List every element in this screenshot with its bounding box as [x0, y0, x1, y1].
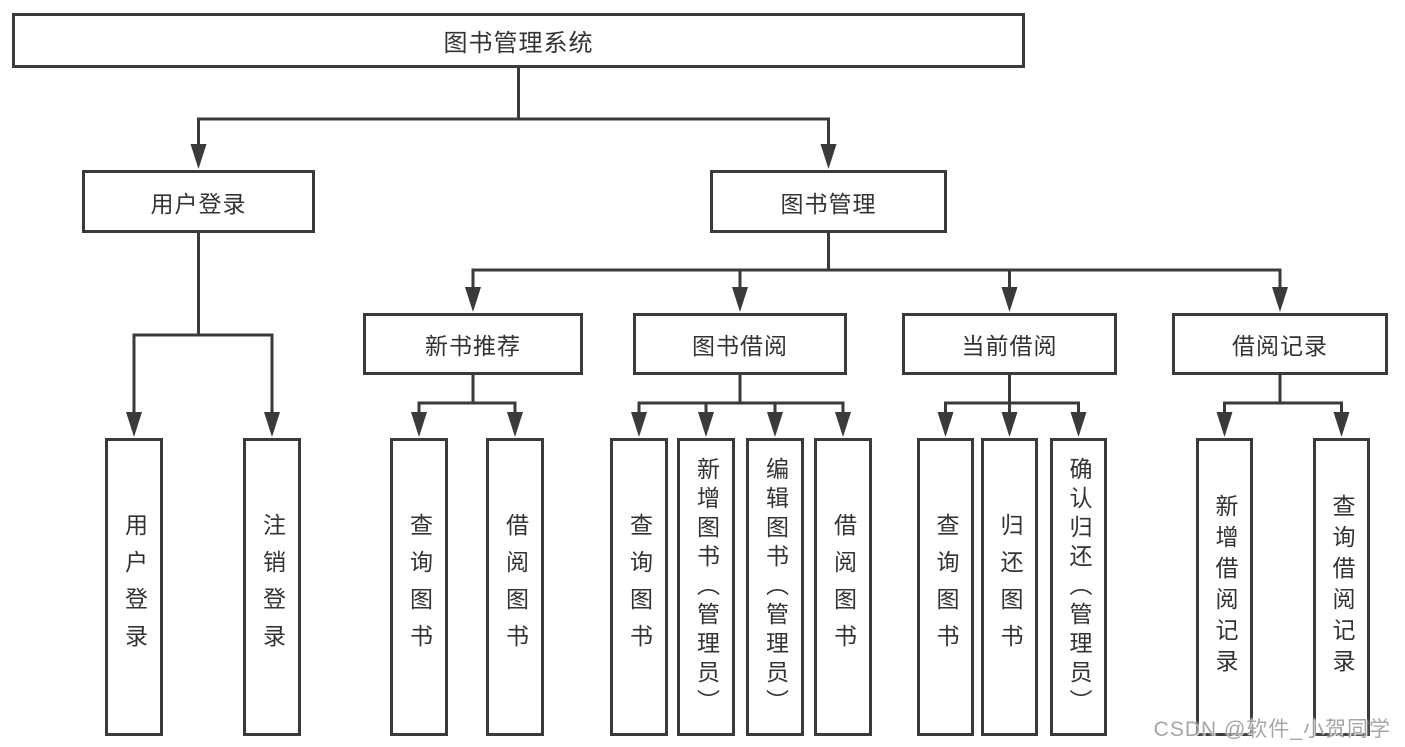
arrowhead-icon — [732, 287, 748, 312]
arrowhead-icon — [1272, 287, 1288, 312]
arrowhead-icon — [507, 412, 523, 437]
node-return-books: 归还图书 — [981, 438, 1038, 736]
node-label: 新增借阅记录 — [1212, 494, 1238, 680]
arrowhead-icon — [1333, 412, 1350, 437]
arrowhead-icon — [1216, 412, 1233, 437]
arrowhead-icon — [465, 287, 481, 312]
node-label: 用户登录 — [150, 190, 247, 217]
node-label: 用户登录 — [121, 513, 148, 661]
arrowhead-icon — [698, 412, 714, 437]
node-label: 注销登录 — [259, 513, 286, 661]
node-logout-action: 注销登录 — [243, 438, 301, 736]
node-label: 查询图书 — [933, 513, 959, 661]
arrowhead-icon — [190, 144, 207, 169]
arrowhead-icon — [126, 412, 142, 437]
connector-current-borrowing — [937, 373, 1087, 437]
node-borrow-books-1: 借阅图书 — [486, 438, 544, 736]
node-label: 新增图书（管理员） — [693, 456, 720, 718]
arrowhead-icon — [767, 412, 783, 437]
arrowhead-icon — [264, 412, 280, 437]
arrowhead-icon — [631, 412, 647, 437]
node-label: 图书借阅 — [692, 333, 788, 359]
node-label: 查询图书 — [406, 513, 433, 661]
node-current-borrowing: 当前借阅 — [902, 313, 1117, 375]
node-label: 图书管理系统 — [443, 30, 594, 57]
connector-book-management — [465, 231, 1288, 312]
connector-book-borrowing — [631, 373, 851, 437]
node-label: 查询借阅记录 — [1329, 494, 1355, 680]
node-label: 借阅记录 — [1232, 333, 1328, 359]
arrowhead-icon — [411, 412, 427, 437]
node-label: 归还图书 — [997, 513, 1023, 661]
node-add-books-admin: 新增图书（管理员） — [677, 438, 735, 736]
node-book-borrowing: 图书借阅 — [633, 313, 847, 375]
node-label: 查询图书 — [626, 513, 653, 661]
node-book-management: 图书管理 — [710, 170, 947, 233]
node-label: 确认归还（管理员） — [1066, 456, 1092, 718]
node-label: 当前借阅 — [961, 333, 1058, 359]
node-label: 借阅图书 — [830, 513, 857, 661]
arrowhead-icon — [835, 412, 851, 437]
node-library-system: 图书管理系统 — [12, 13, 1025, 68]
connector-borrowing-records — [1216, 373, 1350, 437]
node-borrowing-records: 借阅记录 — [1172, 313, 1388, 375]
node-edit-books-admin: 编辑图书（管理员） — [746, 438, 804, 736]
node-add-borrow-record: 新增借阅记录 — [1196, 438, 1253, 736]
node-query-books-1: 查询图书 — [390, 438, 448, 736]
node-label: 借阅图书 — [502, 513, 529, 661]
arrowhead-icon — [937, 412, 954, 437]
node-user-login-action: 用户登录 — [105, 438, 163, 736]
arrowhead-icon — [820, 144, 837, 169]
connector-new-book-recommend — [411, 373, 523, 437]
node-label: 图书管理 — [780, 190, 877, 217]
node-borrow-books-2: 借阅图书 — [814, 438, 872, 736]
node-label: 编辑图书（管理员） — [762, 456, 789, 718]
node-query-books-3: 查询图书 — [917, 438, 974, 736]
node-query-books-2: 查询图书 — [610, 438, 668, 736]
arrowhead-icon — [1070, 412, 1087, 437]
arrowhead-icon — [1001, 412, 1018, 437]
node-label: 新书推荐 — [425, 333, 521, 359]
watermark: CSDN @软件_小贺同学 — [1153, 718, 1391, 741]
node-user-login: 用户登录 — [82, 170, 315, 233]
node-query-borrow-record: 查询借阅记录 — [1313, 438, 1370, 736]
arrowhead-icon — [1001, 287, 1018, 312]
connector-library-system — [190, 66, 837, 169]
node-confirm-return-admin: 确认归还（管理员） — [1050, 438, 1107, 736]
connector-user-login — [126, 231, 280, 437]
node-new-book-recommend: 新书推荐 — [363, 313, 583, 375]
